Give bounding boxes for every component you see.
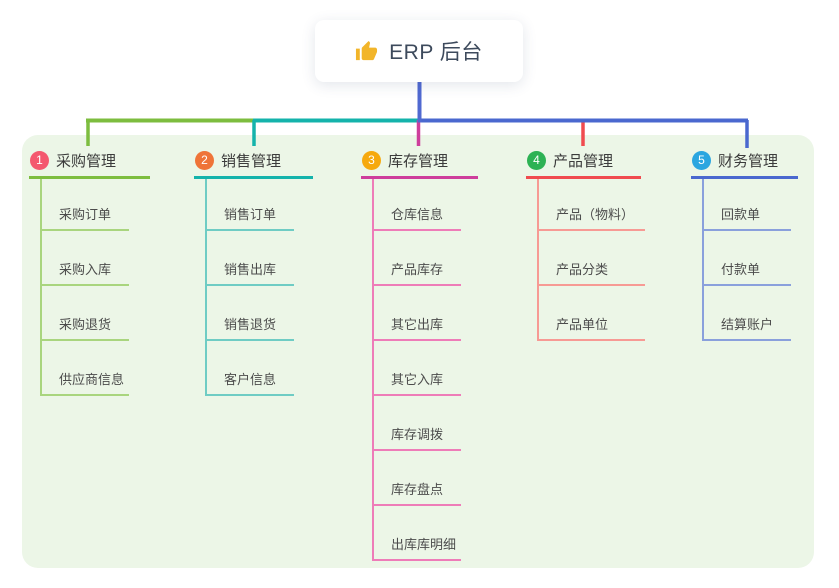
child-node-label: 仓库信息: [391, 207, 444, 222]
branch-children: 产品（物料） 产品分类 产品单位: [537, 179, 645, 341]
branch-title: 产品管理: [553, 152, 614, 170]
child-node[interactable]: 采购入库: [42, 231, 129, 286]
child-node[interactable]: 付款单: [704, 231, 791, 286]
branch-sales-management: 2 销售管理 销售订单 销售出库 销售退货 客户信息: [194, 145, 313, 396]
branch-title: 库存管理: [388, 152, 449, 170]
branch-title: 财务管理: [718, 152, 779, 170]
child-node[interactable]: 产品（物料）: [539, 179, 645, 231]
child-node[interactable]: 采购退货: [42, 286, 129, 341]
branch-title: 销售管理: [221, 152, 282, 170]
child-node-label: 产品（物料）: [556, 207, 635, 222]
child-node-label: 产品库存: [391, 262, 444, 277]
branch-children: 销售订单 销售出库 销售退货 客户信息: [205, 179, 313, 396]
branch-sales-header[interactable]: 2 销售管理: [194, 145, 313, 179]
child-node[interactable]: 产品库存: [374, 231, 461, 286]
branch-index-badge: 5: [692, 150, 711, 170]
root-node-label: ERP 后台: [389, 41, 483, 64]
child-node[interactable]: 供应商信息: [42, 341, 129, 396]
child-node[interactable]: 库存调拨: [374, 396, 461, 451]
child-node-label: 采购订单: [59, 207, 112, 222]
child-node-label: 供应商信息: [59, 372, 125, 387]
child-node-label: 其它出库: [391, 317, 444, 332]
child-node[interactable]: 客户信息: [207, 341, 294, 396]
child-node-label: 客户信息: [224, 372, 277, 387]
child-node-label: 销售出库: [224, 262, 277, 277]
branch-children: 回款单 付款单 结算账户: [702, 179, 798, 341]
child-node-label: 销售退货: [224, 317, 277, 332]
branch-title: 采购管理: [56, 152, 117, 170]
branch-index-badge: 1: [30, 150, 49, 170]
thumbs-up-icon-path: [356, 40, 378, 60]
branch-finance-management: 5 财务管理 回款单 付款单 结算账户: [691, 145, 798, 341]
child-node-label: 产品单位: [556, 317, 609, 332]
child-node[interactable]: 产品单位: [539, 286, 645, 341]
child-node[interactable]: 其它入库: [374, 341, 461, 396]
child-node[interactable]: 库存盘点: [374, 451, 461, 506]
branch-index-badge: 4: [527, 150, 546, 170]
child-node[interactable]: 产品分类: [539, 231, 645, 286]
child-node-label: 回款单: [721, 207, 761, 222]
child-node[interactable]: 销售订单: [207, 179, 294, 231]
child-node[interactable]: 采购订单: [42, 179, 129, 231]
branch-finance-header[interactable]: 5 财务管理: [691, 145, 798, 179]
child-node-label: 库存盘点: [391, 482, 444, 497]
child-node[interactable]: 结算账户: [704, 286, 791, 341]
branch-index-badge: 2: [195, 150, 214, 170]
child-node-label: 采购退货: [59, 317, 112, 332]
branch-product-header[interactable]: 4 产品管理: [526, 145, 641, 179]
branch-purchase-management: 1 采购管理 采购订单 采购入库 采购退货 供应商信息: [29, 145, 150, 396]
child-node-label: 销售订单: [224, 207, 277, 222]
child-node[interactable]: 回款单: [704, 179, 791, 231]
branch-children: 采购订单 采购入库 采购退货 供应商信息: [40, 179, 150, 396]
child-node-label: 出库库明细: [391, 537, 457, 552]
root-node-erp-backend[interactable]: ERP 后台: [315, 20, 523, 82]
branch-inventory-header[interactable]: 3 库存管理: [361, 145, 478, 179]
branch-index-badge: 3: [362, 150, 381, 170]
child-node-label: 其它入库: [391, 372, 444, 387]
branch-purchase-header[interactable]: 1 采购管理: [29, 145, 150, 179]
child-node-label: 结算账户: [721, 317, 774, 332]
child-node[interactable]: 其它出库: [374, 286, 461, 341]
branch-children: 仓库信息 产品库存 其它出库 其它入库 库存调拨 库存盘点 出库库明细: [372, 179, 478, 561]
child-node-label: 库存调拨: [391, 427, 444, 442]
thumbs-up-icon: [355, 40, 378, 63]
child-node-label: 采购入库: [59, 262, 112, 277]
child-node[interactable]: 出库库明细: [374, 506, 461, 561]
child-node[interactable]: 仓库信息: [374, 179, 461, 231]
child-node[interactable]: 销售退货: [207, 286, 294, 341]
child-node-label: 产品分类: [556, 262, 609, 277]
branch-inventory-management: 3 库存管理 仓库信息 产品库存 其它出库 其它入库 库存调拨 库存盘点 出库库…: [361, 145, 478, 561]
child-node-label: 付款单: [721, 262, 761, 277]
mindmap-background-panel: [22, 135, 814, 568]
branch-product-management: 4 产品管理 产品（物料） 产品分类 产品单位: [526, 145, 645, 341]
child-node[interactable]: 销售出库: [207, 231, 294, 286]
